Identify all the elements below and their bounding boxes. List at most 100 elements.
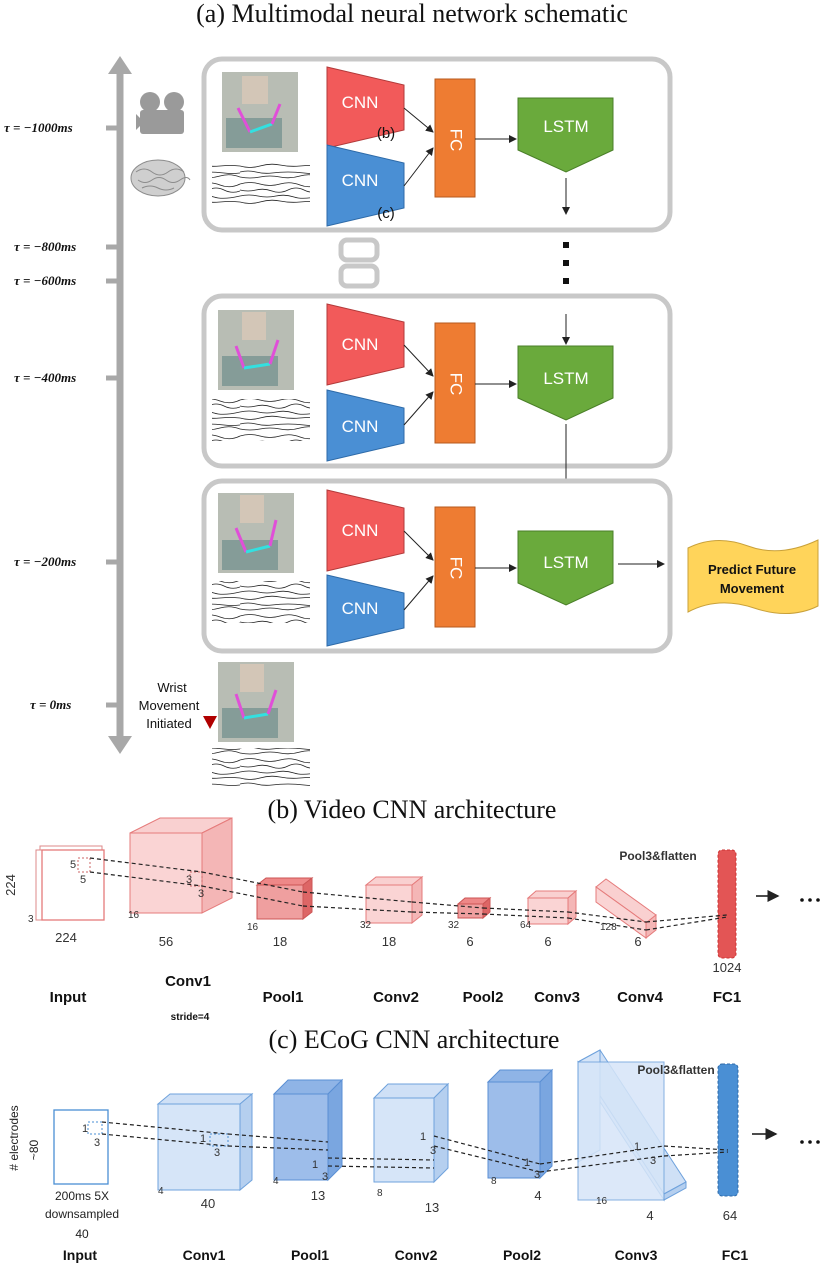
- cnn-label: CNN: [342, 335, 379, 354]
- svg-text:4: 4: [273, 1176, 279, 1187]
- svg-text:1024: 1024: [713, 960, 742, 975]
- video-frame-thumbnail: [218, 310, 294, 390]
- svg-text:40: 40: [75, 1227, 89, 1241]
- ecog-cnn-dims: 1 3 1 3 1 3 1 3 1 3 1 3 40 4 13 4 13 8 4…: [82, 1123, 737, 1223]
- svg-text:downsampled: downsampled: [45, 1207, 119, 1221]
- svg-text:8: 8: [377, 1188, 383, 1199]
- skipped-step-box: [338, 263, 380, 289]
- svg-text:6: 6: [544, 934, 551, 949]
- svg-text:3: 3: [650, 1155, 656, 1167]
- svg-text:18: 18: [382, 934, 396, 949]
- lstm-block: [517, 530, 614, 606]
- predict-label: Predict Future: [708, 562, 796, 577]
- connection-arrows: [403, 530, 665, 611]
- svg-text:3: 3: [430, 1145, 436, 1157]
- svg-text:1: 1: [634, 1141, 640, 1153]
- movement-marker-icon: [203, 716, 217, 729]
- svg-text:16: 16: [128, 910, 140, 921]
- svg-text:200ms 5X: 200ms 5X: [55, 1189, 109, 1203]
- svg-text:64: 64: [520, 920, 532, 931]
- ecog-cnn-diagram: [53, 1049, 820, 1202]
- ecog-signal-trace: [212, 163, 310, 205]
- svg-text:32: 32: [360, 920, 372, 931]
- camera-icon: [136, 92, 184, 134]
- svg-text:6: 6: [466, 934, 473, 949]
- svg-text:4: 4: [158, 1186, 164, 1197]
- connection-arrows: [403, 314, 570, 530]
- svg-text:1: 1: [420, 1131, 426, 1143]
- svg-text:224: 224: [3, 874, 18, 896]
- svg-text:Input: Input: [63, 1247, 98, 1263]
- ecog-signal-trace: [212, 748, 310, 786]
- svg-text:1: 1: [82, 1123, 88, 1135]
- video-cnn-block: [326, 489, 405, 572]
- svg-text:FC1: FC1: [713, 989, 741, 1006]
- fc-label: FC: [447, 373, 466, 396]
- video-frame-thumbnail: [222, 72, 298, 152]
- cnn-label: CNN: [342, 93, 379, 112]
- brain-icon: [130, 159, 191, 197]
- svg-text:1: 1: [524, 1157, 530, 1169]
- skipped-step-box: [338, 237, 380, 263]
- ref-c-label: (c): [377, 205, 395, 222]
- ecog-input-labels: # electrodes ~80 200ms 5X downsampled 40: [7, 1105, 119, 1241]
- ecog-cnn-block: [326, 144, 405, 227]
- svg-text:3: 3: [214, 1147, 220, 1159]
- lstm-label: LSTM: [543, 117, 588, 136]
- cnn-label: CNN: [342, 171, 379, 190]
- svg-text:3: 3: [322, 1171, 328, 1183]
- svg-text:16: 16: [247, 922, 259, 933]
- pool-flatten-note: Pool3&flatten: [637, 1063, 714, 1077]
- svg-text:6: 6: [634, 934, 641, 949]
- svg-text:18: 18: [273, 934, 287, 949]
- title-b: (b) Video CNN architecture: [268, 795, 557, 824]
- svg-text:~80: ~80: [27, 1139, 41, 1160]
- svg-text:1: 1: [200, 1133, 206, 1145]
- timeline-labels: τ = −1000ms τ = −800ms τ = −600ms τ = −4…: [4, 120, 76, 712]
- video-cnn-diagram: ⋮: [35, 817, 820, 959]
- tau-label: τ = −1000ms: [4, 120, 73, 135]
- svg-text:13: 13: [311, 1188, 325, 1203]
- svg-text:56: 56: [159, 934, 173, 949]
- fc-label: FC: [447, 557, 466, 580]
- wrist-note: Initiated: [146, 716, 192, 731]
- svg-text:Conv2: Conv2: [395, 1247, 438, 1263]
- ellipsis-dots: [563, 242, 569, 284]
- svg-text:3: 3: [186, 874, 192, 886]
- svg-text:Input: Input: [50, 989, 87, 1006]
- svg-text:40: 40: [201, 1196, 215, 1211]
- svg-text:224: 224: [55, 930, 77, 945]
- video-cnn-dims: 5 5 3 3 224 224 3 56 16 18 16 18 32 6 32…: [3, 859, 741, 975]
- svg-text:13: 13: [425, 1200, 439, 1215]
- tau-label: τ = −400ms: [14, 370, 76, 385]
- svg-text:Pool2: Pool2: [463, 989, 504, 1006]
- svg-text:1: 1: [312, 1159, 318, 1171]
- lstm-block: [517, 97, 614, 173]
- tau-label: τ = 0ms: [30, 697, 71, 712]
- svg-text:Pool1: Pool1: [291, 1247, 329, 1263]
- ecog-cnn-block: [326, 574, 405, 647]
- fc-block: [434, 506, 476, 628]
- ecog-cnn-block: [326, 389, 405, 462]
- tau-label: τ = −200ms: [14, 554, 76, 569]
- predict-output-banner: [687, 539, 819, 615]
- svg-text:128: 128: [600, 922, 617, 933]
- svg-text:4: 4: [646, 1208, 653, 1223]
- cnn-label: CNN: [342, 599, 379, 618]
- svg-text:3: 3: [28, 914, 34, 925]
- ecog-signal-trace: [212, 399, 310, 441]
- cnn-label: CNN: [342, 521, 379, 540]
- svg-text:5: 5: [70, 859, 76, 871]
- wrist-note: Movement: [139, 698, 200, 713]
- timeline-axis: [106, 56, 132, 754]
- fc-block: [434, 322, 476, 444]
- ecog-signal-trace: [212, 581, 310, 623]
- ref-b-label: (b): [377, 125, 395, 142]
- svg-text:Conv4: Conv4: [617, 989, 664, 1006]
- lstm-block: [517, 345, 614, 421]
- svg-text:3: 3: [534, 1169, 540, 1181]
- title-a: (a) Multimodal neural network schematic: [196, 0, 628, 28]
- svg-text:64: 64: [723, 1208, 737, 1223]
- svg-text:16: 16: [596, 1196, 608, 1207]
